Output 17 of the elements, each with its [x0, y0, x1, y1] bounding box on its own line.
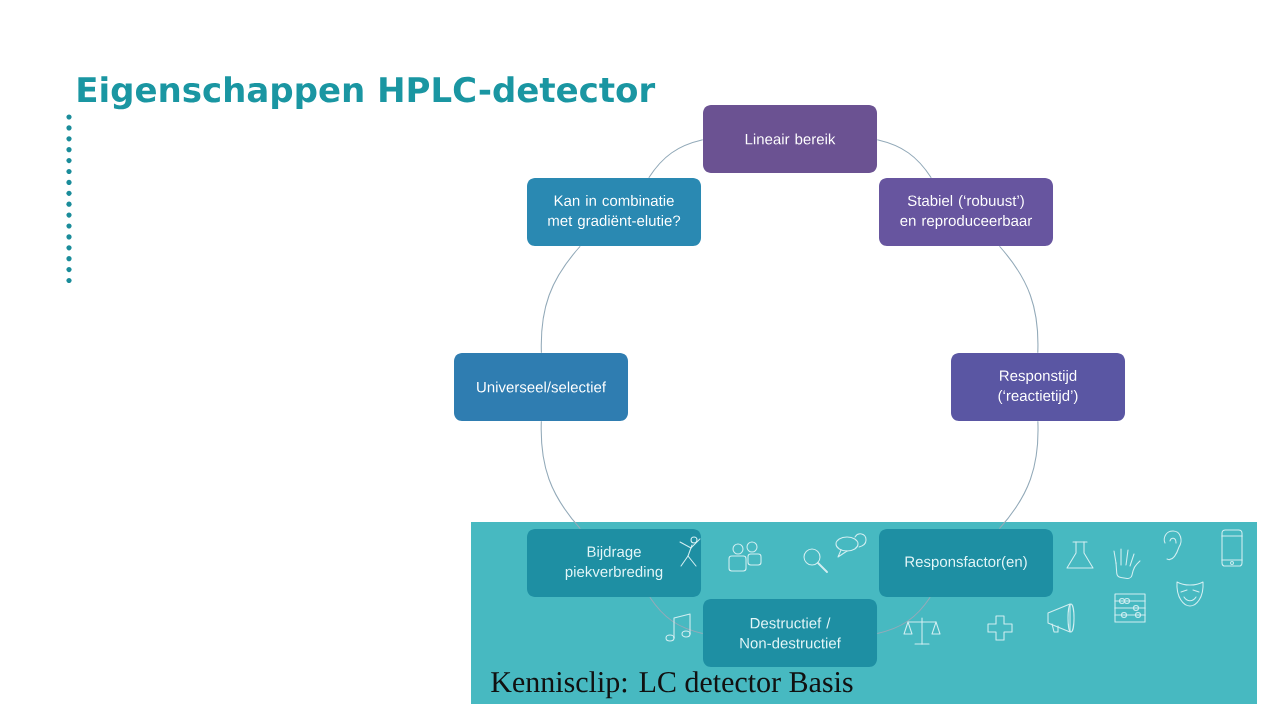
slide-title: Eigenschappen HPLC-detector: [78, 76, 656, 110]
property-box: Responsfactor(en): [879, 529, 1053, 597]
property-box: Responstijd (‘reactietijd’): [951, 353, 1125, 421]
property-box: Destructief / Non-destructief: [703, 599, 877, 667]
property-box: Lineair bereik: [703, 105, 877, 173]
connector-arc: [998, 245, 1039, 354]
connector-arc: [876, 139, 932, 179]
property-box: Stabiel (‘robuust’) en reproduceerbaar: [879, 178, 1053, 246]
connector-arc: [876, 596, 931, 634]
connector-arc: [649, 596, 704, 634]
property-box: Kan in combinatie met gradiënt-elutie?: [527, 178, 701, 246]
connector-arc: [540, 245, 581, 354]
property-box: Bijdrage piekverbreding: [527, 529, 701, 597]
property-box: Universeel/selectief: [454, 353, 628, 421]
connector-arc: [998, 420, 1039, 530]
connector-arc: [648, 139, 704, 179]
connector-arc: [540, 420, 581, 530]
